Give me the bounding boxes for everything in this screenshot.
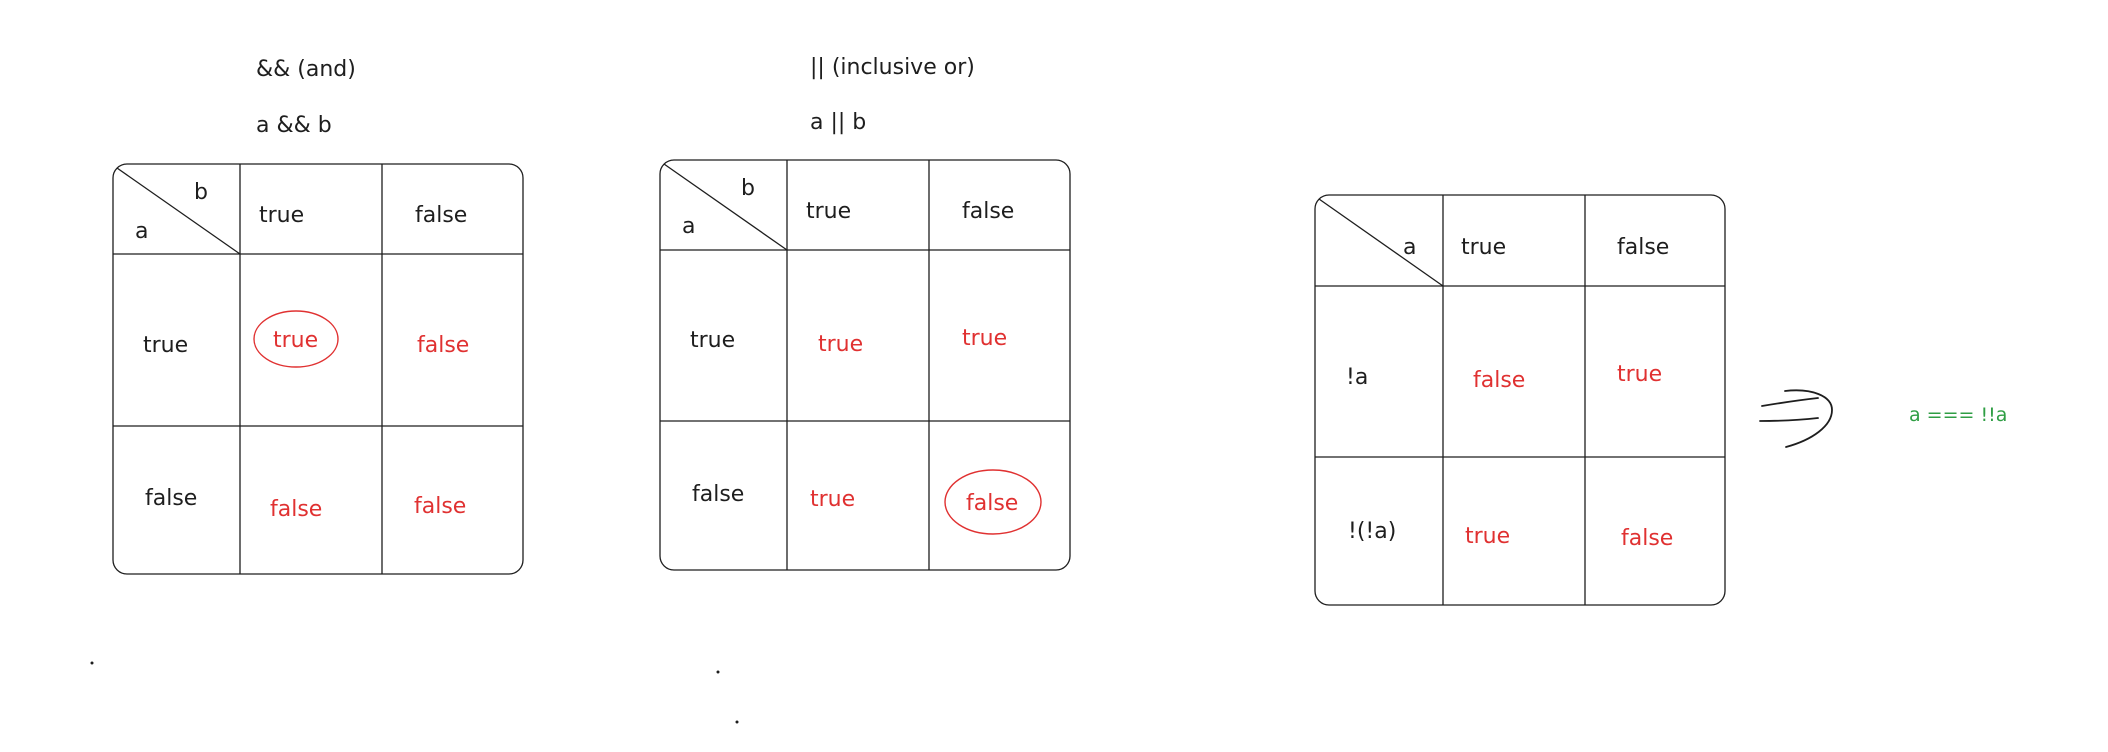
or-table-corner-col: b [741,176,755,201]
and-table-corner-diagonal [116,167,241,255]
and-table-cell: true [273,328,318,353]
or-table-row-header: false [692,482,744,507]
not-table-row-header: !(!a) [1348,519,1396,544]
not-table-row-header: !a [1346,365,1368,390]
and-table-row-header: true [143,333,188,358]
and-table-col-header: true [259,203,304,228]
not-table-cell: false [1621,526,1673,551]
or-table-expression: a || b [810,110,866,135]
or-table-title: || (inclusive or) [810,55,975,80]
stray-dot [735,720,739,724]
or-table-cell: false [966,491,1018,516]
and-table: && (and) a && b b a true false true fals… [112,57,524,575]
and-table-grid [112,163,524,575]
or-table-cell: true [810,487,855,512]
or-table-col-header: true [806,199,851,224]
stray-dot [716,670,720,674]
stray-dot [90,661,94,665]
or-table-corner-row: a [682,214,695,239]
and-table-highlight-circle [253,310,339,368]
or-table-row-header: true [690,328,735,353]
not-table-cell: false [1473,368,1525,393]
implies-arrow-icon [1759,389,1833,448]
not-table-grid [1314,194,1726,606]
or-table-corner-diagonal [663,163,788,251]
not-table-col-header: true [1461,235,1506,260]
and-table-row-header: false [145,486,197,511]
and-table-col-header: false [415,203,467,228]
not-table-cell: true [1465,524,1510,549]
conclusion-text: a === !!a [1909,404,2007,426]
and-table-cell: false [414,494,466,519]
or-table-col-header: false [962,199,1014,224]
or-table: || (inclusive or) a || b b a true false … [659,55,1071,571]
or-table-highlight-circle [944,469,1042,535]
and-table-corner-row: a [135,219,148,244]
not-table-corner-col: a [1403,235,1416,260]
not-table-cell: true [1617,362,1662,387]
and-table-title: && (and) [256,57,356,82]
not-table: a true false !a !(!a) false true true fa… [1314,194,1726,606]
and-table-cell: false [270,497,322,522]
or-table-grid [659,159,1071,571]
and-table-cell: false [417,333,469,358]
and-table-corner-col: b [194,180,208,205]
or-table-cell: true [818,332,863,357]
not-table-col-header: false [1617,235,1669,260]
and-table-expression: a && b [256,113,332,138]
or-table-cell: true [962,326,1007,351]
not-table-corner-diagonal [1318,198,1444,287]
